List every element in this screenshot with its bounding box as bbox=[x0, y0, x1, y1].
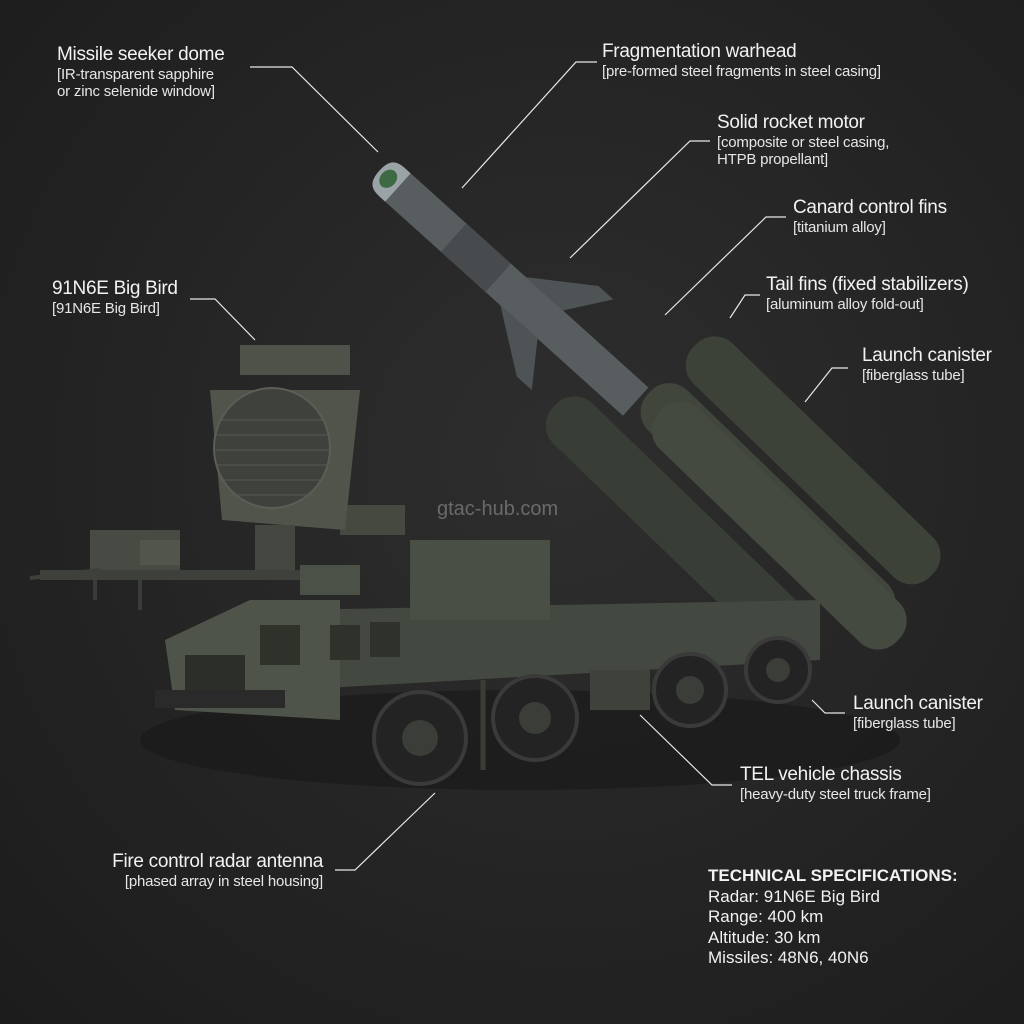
label-subtitle: [aluminum alloy fold-out] bbox=[766, 295, 924, 313]
label-tail-fins: Tail fins (fixed stabilizers) [aluminum … bbox=[766, 274, 969, 313]
spec-line: Altitude: 30 km bbox=[708, 927, 821, 947]
label-launch-canister-2: Launch canister [fiberglass tube] bbox=[853, 693, 983, 732]
label-title: Tail fins (fixed stabilizers) bbox=[766, 274, 969, 295]
leader-lines bbox=[190, 61, 848, 871]
label-rocket-motor: Solid rocket motor [composite or steel c… bbox=[717, 112, 889, 168]
label-subtitle: [91N6E Big Bird] bbox=[52, 299, 160, 317]
label-subtitle: HTPB propellant] bbox=[717, 151, 829, 169]
label-subtitle: or zinc selenide window] bbox=[57, 83, 215, 101]
missile bbox=[372, 162, 649, 416]
spec-line: Missiles: 48N6, 40N6 bbox=[708, 948, 869, 967]
label-title: Launch canister bbox=[862, 345, 992, 366]
label-title: 91N6E Big Bird bbox=[52, 278, 178, 299]
label-title: Canard control fins bbox=[793, 197, 947, 218]
label-title: Launch canister bbox=[853, 693, 983, 714]
tel-truck bbox=[155, 540, 820, 786]
label-seeker-dome: Missile seeker dome [IR-transparent sapp… bbox=[57, 44, 225, 101]
label-subtitle: [composite or steel casing, bbox=[717, 133, 890, 151]
label-big-bird-radar: 91N6E Big Bird [91N6E Big Bird] bbox=[52, 278, 178, 317]
radar-trailer bbox=[29, 345, 405, 610]
watermark: gtac-hub.com bbox=[437, 498, 559, 520]
label-title: TEL vehicle chassis bbox=[740, 764, 902, 785]
label-subtitle: [fiberglass tube] bbox=[853, 714, 956, 732]
label-title: Fire control radar antenna bbox=[112, 851, 323, 872]
label-tel-chassis: TEL vehicle chassis [heavy-duty steel tr… bbox=[740, 764, 931, 803]
technical-specifications: TECHNICAL SPECIFICATIONS: Radar: 91N6E B… bbox=[708, 866, 958, 969]
specs-heading: TECHNICAL SPECIFICATIONS: bbox=[708, 866, 958, 885]
label-subtitle: [heavy-duty steel truck frame] bbox=[740, 785, 931, 803]
launch-canisters bbox=[545, 336, 941, 650]
label-title: Fragmentation warhead bbox=[602, 41, 797, 62]
label-warhead: Fragmentation warhead [pre-formed steel … bbox=[602, 41, 881, 80]
label-title: Solid rocket motor bbox=[717, 112, 865, 133]
label-subtitle: [pre-formed steel fragments in steel cas… bbox=[602, 62, 881, 80]
spec-line: Radar: 91N6E Big Bird bbox=[708, 886, 880, 906]
label-canard-fins: Canard control fins [titanium alloy] bbox=[793, 197, 947, 236]
label-launch-canister: Launch canister [fiberglass tube] bbox=[862, 345, 992, 384]
spec-line: Range: 400 km bbox=[708, 907, 824, 926]
label-subtitle: [IR-transparent sapphire bbox=[57, 65, 214, 83]
label-subtitle: [titanium alloy] bbox=[793, 218, 886, 236]
label-title: Missile seeker dome bbox=[57, 44, 225, 65]
label-subtitle: [phased array in steel housing] bbox=[124, 872, 323, 890]
label-subtitle: [fiberglass tube] bbox=[862, 366, 965, 384]
label-fire-control-radar: Fire control radar antenna [phased array… bbox=[112, 851, 323, 890]
